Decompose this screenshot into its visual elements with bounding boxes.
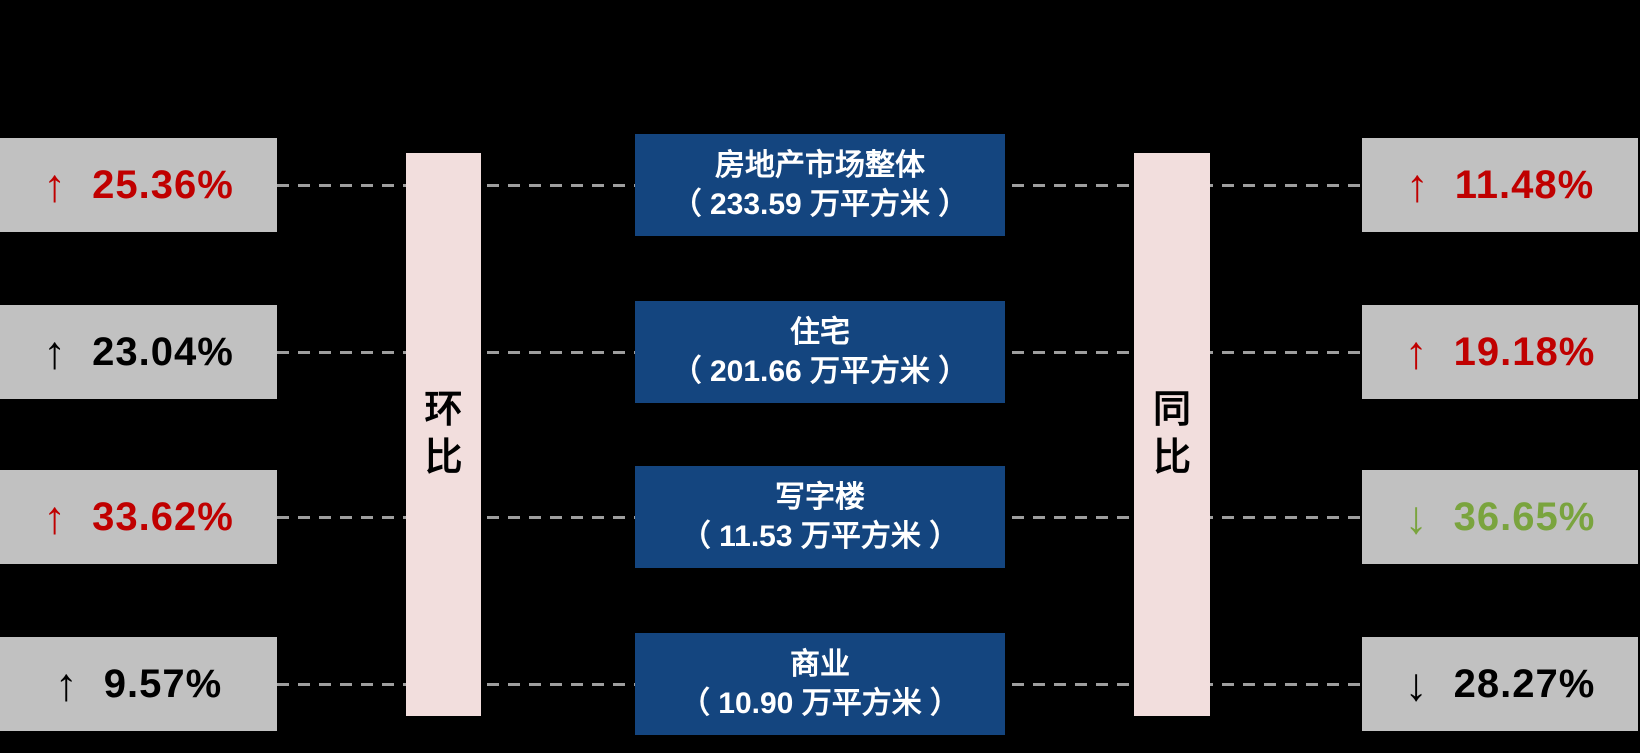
category-area: （ 201.66 万平方米 ） <box>671 355 969 388</box>
yoy-change-value: 11.48% <box>1454 163 1595 207</box>
yoy-change-value: 36.65% <box>1453 495 1596 539</box>
mom-axis-bar: 环比 <box>406 153 481 716</box>
category-box: 写字楼 （ 11.53 万平方米 ） <box>635 466 1005 568</box>
trend-arrow-icon: ↑ <box>43 326 67 378</box>
trend-arrow-icon: ↑ <box>1404 326 1428 378</box>
yoy-change-value: 19.18% <box>1453 330 1596 374</box>
mom-change-value: 25.36% <box>92 163 234 207</box>
yoy-change-box: ↑ 19.18% <box>1362 305 1638 399</box>
trend-arrow-icon: ↓ <box>1404 658 1428 710</box>
mom-axis-label: 环比 <box>424 389 463 479</box>
mom-change-box: ↑ 25.36% <box>0 138 277 232</box>
mom-change-box: ↑ 23.04% <box>0 305 277 399</box>
yoy-change-box: ↓ 28.27% <box>1362 637 1638 731</box>
category-area: （ 11.53 万平方米 ） <box>680 520 960 553</box>
category-box: 房地产市场整体 （ 233.59 万平方米 ） <box>635 134 1005 236</box>
category-area: （ 233.59 万平方米 ） <box>671 188 969 221</box>
yoy-axis-label: 同比 <box>1152 389 1191 479</box>
category-area: （ 10.90 万平方米 ） <box>679 687 961 720</box>
trend-arrow-icon: ↓ <box>1404 491 1428 543</box>
category-name: 商业 <box>790 648 850 681</box>
mom-change-value: 23.04% <box>92 330 234 374</box>
yoy-axis-bar: 同比 <box>1134 153 1210 716</box>
yoy-change-box: ↓ 36.65% <box>1362 470 1638 564</box>
category-name: 住宅 <box>790 316 850 349</box>
trend-arrow-icon: ↑ <box>43 159 67 211</box>
mom-change-value: 33.62% <box>92 495 234 539</box>
trend-arrow-icon: ↑ <box>54 658 78 710</box>
yoy-change-value: 28.27% <box>1453 662 1596 706</box>
mom-change-box: ↑ 33.62% <box>0 470 277 564</box>
row-office: ↑ 33.62% 写字楼 （ 11.53 万平方米 ） ↓ 36.65% <box>0 466 1640 568</box>
mom-change-value: 9.57% <box>103 662 223 706</box>
mom-change-box: ↑ 9.57% <box>0 637 277 731</box>
category-name: 房地产市场整体 <box>715 149 925 182</box>
category-box: 住宅 （ 201.66 万平方米 ） <box>635 301 1005 403</box>
trend-arrow-icon: ↑ <box>1405 159 1429 211</box>
row-overall-market: ↑ 25.36% 房地产市场整体 （ 233.59 万平方米 ） ↑ 11.48… <box>0 134 1640 236</box>
trend-arrow-icon: ↑ <box>43 491 67 543</box>
row-residential: ↑ 23.04% 住宅 （ 201.66 万平方米 ） ↑ 19.18% <box>0 301 1640 403</box>
row-commercial: ↑ 9.57% 商业 （ 10.90 万平方米 ） ↓ 28.27% <box>0 633 1640 735</box>
yoy-change-box: ↑ 11.48% <box>1362 138 1638 232</box>
category-name: 写字楼 <box>775 481 865 514</box>
category-box: 商业 （ 10.90 万平方米 ） <box>635 633 1005 735</box>
